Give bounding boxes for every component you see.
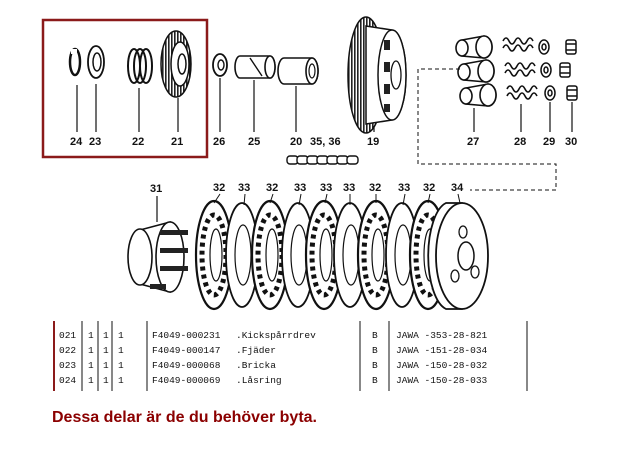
callout-30: 30 <box>565 136 577 148</box>
pins-part-30 <box>559 39 578 132</box>
row-qty: 1 <box>118 360 124 371</box>
callout-29: 29 <box>543 136 555 148</box>
bushing-part-25 <box>234 55 276 132</box>
clutch-disc-33 <box>333 202 367 308</box>
row-pos: 022 <box>59 345 76 356</box>
callout-31: 31 <box>150 183 162 195</box>
clutch-basket-part-19 <box>347 16 407 134</box>
callout-32: 32 <box>213 182 225 194</box>
clutch-plate-32 <box>356 199 396 311</box>
row-code: F4049-000069 <box>152 375 221 386</box>
table-row: 022 1 1 1 F4049-000147 .Fjäder B JAWA -1… <box>59 345 488 356</box>
callout-32: 32 <box>369 182 381 194</box>
callout-33: 33 <box>238 182 250 194</box>
callout-21: 21 <box>171 136 183 148</box>
row-name: .Kickspårrdrev <box>236 330 316 341</box>
row-ref: JAWA -151-28-034 <box>396 345 488 356</box>
callout-20: 20 <box>290 136 302 148</box>
dashed-connector <box>417 68 557 191</box>
row-pos: 023 <box>59 360 76 371</box>
row-qty: 1 <box>88 360 94 371</box>
clutch-hub-part-31 <box>127 196 188 294</box>
parts-table: 021 1 1 1 F4049-000231 .Kickspårrdrev B … <box>53 321 528 391</box>
spring-part-22 <box>127 48 153 132</box>
row-pos: 021 <box>59 330 76 341</box>
callout-25: 25 <box>248 136 260 148</box>
springs-part-28 <box>502 37 538 132</box>
callout-33: 33 <box>320 182 332 194</box>
row-qty: 1 <box>103 345 109 356</box>
clutch-disc-33 <box>281 202 315 308</box>
callout-35-36: 35, 36 <box>310 136 341 148</box>
washer-part-23 <box>87 45 105 132</box>
kickstart-gear-part-21 <box>160 30 192 132</box>
clutch-plate-32 <box>304 199 344 311</box>
callout-32: 32 <box>423 182 435 194</box>
row-name: .Låsring <box>236 375 282 386</box>
callout-19: 19 <box>367 136 379 148</box>
row-code: F4049-000147 <box>152 345 220 356</box>
washers-part-29 <box>538 39 556 132</box>
row-name: .Bricka <box>236 360 276 371</box>
table-row: 023 1 1 1 F4049-000068 .Bricka B JAWA -1… <box>59 360 488 371</box>
row-cat: B <box>372 345 378 356</box>
callout-33: 33 <box>343 182 355 194</box>
row-ref: JAWA -150-28-033 <box>396 375 488 386</box>
row-qty: 1 <box>118 345 124 356</box>
sleeve-part-20 <box>277 57 319 132</box>
callout-23: 23 <box>89 136 101 148</box>
row-cat: B <box>372 330 378 341</box>
row-ref: JAWA -150-28-032 <box>396 360 488 371</box>
row-qty: 1 <box>103 360 109 371</box>
row-cat: B <box>372 375 378 386</box>
row-name: .Fjäder <box>236 345 276 356</box>
row-qty: 1 <box>88 345 94 356</box>
callout-32: 32 <box>266 182 278 194</box>
table-row: 021 1 1 1 F4049-000231 .Kickspårrdrev B … <box>59 330 488 341</box>
row-qty: 1 <box>103 375 109 386</box>
row-code: F4049-000068 <box>152 360 221 371</box>
row-cat: B <box>372 360 378 371</box>
callout-22: 22 <box>132 136 144 148</box>
row-qty: 1 <box>88 375 94 386</box>
circlip-part-24 <box>68 47 82 132</box>
row-pos: 024 <box>59 375 76 386</box>
row-qty: 1 <box>103 330 109 341</box>
bushings-part-27 <box>455 35 497 132</box>
pressure-plate-part-34 <box>427 202 489 310</box>
callout-28: 28 <box>514 136 526 148</box>
highlight-frame <box>41 18 209 159</box>
callout-34: 34 <box>451 182 464 194</box>
washer-part-26 <box>212 53 228 132</box>
row-ref: JAWA -353-28-821 <box>396 330 488 341</box>
callout-26: 26 <box>213 136 225 148</box>
replacement-note: Dessa delar är de du behöver byta. <box>52 409 317 426</box>
row-qty: 1 <box>118 330 124 341</box>
callout-33: 33 <box>398 182 410 194</box>
row-code: F4049-000231 <box>152 330 221 341</box>
callout-24: 24 <box>70 136 83 148</box>
row-qty: 1 <box>118 375 124 386</box>
callout-33: 33 <box>294 182 306 194</box>
callout-27: 27 <box>467 136 479 148</box>
row-qty: 1 <box>88 330 94 341</box>
chain-part-35-36 <box>286 155 359 165</box>
table-row: 024 1 1 1 F4049-000069 .Låsring B JAWA -… <box>59 375 488 386</box>
clutch-disc-33 <box>225 202 259 308</box>
